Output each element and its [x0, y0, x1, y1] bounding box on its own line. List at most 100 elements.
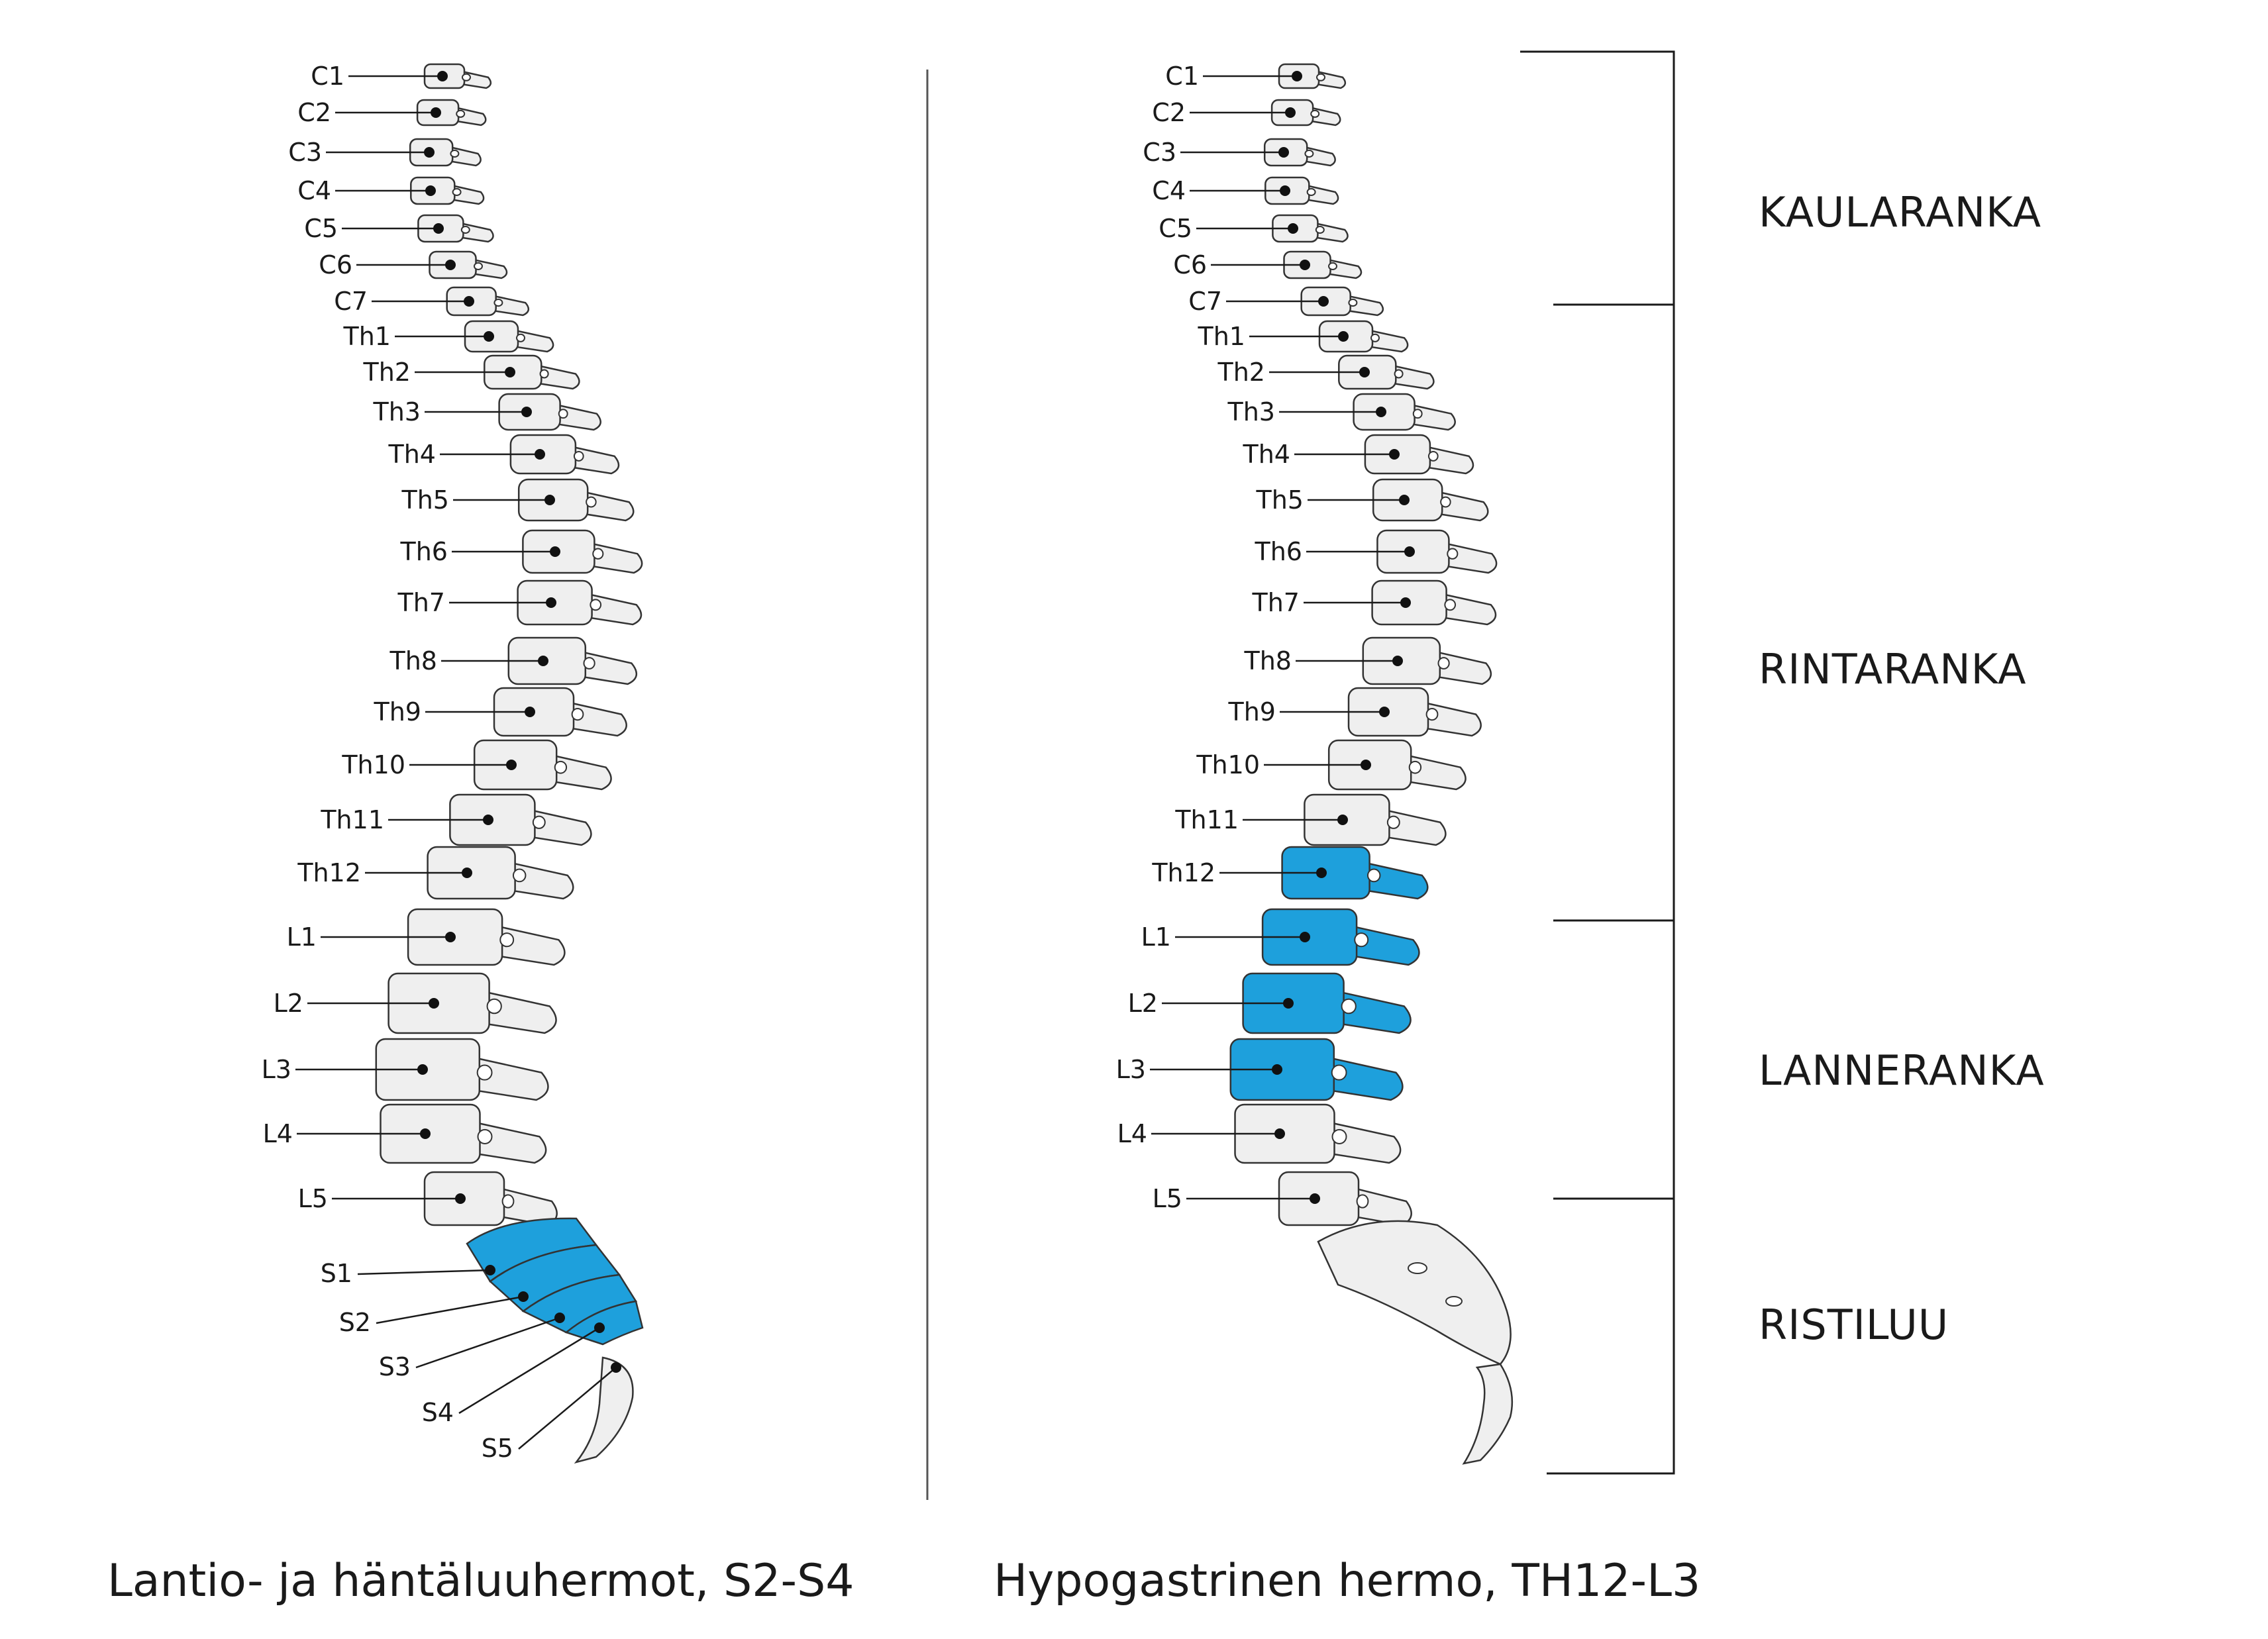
vertebra-label-s4: S4: [422, 1398, 454, 1427]
vertebra-th10: Th10: [341, 739, 612, 791]
vertebra-dot: [1278, 147, 1289, 158]
vertebra-label: C2: [1152, 98, 1186, 127]
vertebra-label-s5: S5: [482, 1434, 513, 1463]
vertebra-label: Th2: [363, 358, 411, 387]
sacral-segment: [564, 1300, 644, 1346]
vertebra-foramen: [1306, 188, 1316, 196]
coccyx: [574, 1356, 634, 1464]
vertebra-foramen: [1447, 548, 1459, 560]
vertebra-l5: L5: [1153, 1171, 1412, 1226]
vertebra-foramen: [452, 188, 462, 196]
vertebra-dot: [1379, 707, 1390, 717]
vertebra-foramen: [474, 262, 483, 270]
vertebra-dot: [550, 546, 560, 557]
vertebra-foramen: [1304, 150, 1314, 158]
vertebra-dot: [1338, 331, 1349, 342]
vertebra-th1: Th1: [1198, 320, 1409, 353]
region-bracket: [1520, 50, 1675, 1475]
vertebra-c5: C5: [1159, 214, 1349, 243]
region-label-thoracic: RINTARANKA: [1759, 645, 2027, 693]
vertebra-label: Th7: [397, 588, 445, 617]
vertebra-label: L5: [1153, 1184, 1182, 1213]
vertebra-label: L3: [262, 1055, 291, 1084]
vertebra-foramen: [558, 409, 568, 419]
vertebra-dot: [445, 932, 456, 942]
left-spine: C1C2C3C4C5C6C7Th1Th2Th3Th4Th5Th6Th7Th8Th…: [262, 62, 644, 1464]
leader-line: [518, 1367, 617, 1450]
vertebra-l4: L4: [263, 1103, 547, 1164]
vertebra-l5: L5: [298, 1171, 558, 1226]
vertebra-foramen: [590, 599, 602, 611]
vertebra-foramen: [1408, 760, 1422, 774]
right-caption: Hypogastrinen hermo, TH12-L3: [994, 1555, 1700, 1607]
vertebra-label: Th5: [1256, 485, 1304, 515]
vertebra-label: L4: [1117, 1119, 1147, 1148]
left-caption: Lantio- ja häntäluuhermot, S2-S4: [107, 1555, 854, 1607]
vertebra-foramen: [477, 1128, 493, 1144]
vertebra-dot: [455, 1193, 466, 1204]
sacrum: [1317, 1220, 1514, 1465]
vertebra-dot: [611, 1362, 621, 1373]
vertebra-dot: [433, 223, 444, 234]
vertebra-th5: Th5: [401, 478, 635, 522]
vertebra-th9: Th9: [374, 687, 627, 737]
vertebra-th2: Th2: [363, 354, 580, 390]
vertebra-label: Th1: [1198, 322, 1245, 351]
vertebra-label: C5: [1159, 214, 1192, 243]
vertebra-dot: [431, 107, 441, 118]
vertebra-label: Th4: [388, 440, 436, 469]
vertebra-label: C7: [1188, 287, 1222, 316]
vertebra-c1: C1: [1165, 62, 1347, 91]
vertebra-l3: L3: [1116, 1038, 1404, 1101]
vertebra-foramen: [1437, 657, 1450, 670]
vertebra-th2: Th2: [1217, 354, 1435, 390]
vertebra-dot: [424, 147, 435, 158]
vertebra-dot: [1376, 407, 1386, 417]
vertebra-label: Th11: [320, 805, 384, 834]
vertebra-th11: Th11: [1174, 793, 1447, 846]
vertebra-c3: C3: [288, 138, 482, 167]
vertebra-dot: [544, 495, 555, 505]
vertebra-dot: [525, 707, 535, 717]
vertebra-label: C6: [1173, 250, 1207, 279]
vertebra-l4: L4: [1117, 1103, 1402, 1164]
vertebra-dot: [1288, 223, 1298, 234]
vertebra-label: C2: [297, 98, 331, 127]
vertebra-l1: L1: [1141, 908, 1420, 966]
vertebra-foramen: [583, 657, 595, 670]
vertebra-label: L2: [274, 989, 303, 1018]
vertebra-label: Th3: [1227, 397, 1275, 426]
vertebra-th1: Th1: [343, 320, 554, 353]
vertebra-foramen: [1394, 369, 1404, 379]
region-label-sacrum: RISTILUU: [1759, 1301, 1949, 1349]
vertebra-label: C7: [334, 287, 368, 316]
vertebra-dot: [417, 1064, 428, 1075]
vertebra-th8: Th8: [389, 636, 637, 685]
vertebra-foramen: [1331, 1128, 1347, 1144]
vertebra-th4: Th4: [1243, 434, 1474, 475]
vertebra-dot: [1285, 107, 1296, 118]
vertebra-dot: [554, 1313, 565, 1323]
vertebra-c3: C3: [1143, 138, 1336, 167]
leader-line: [357, 1269, 491, 1275]
vertebra-foramen: [1354, 932, 1369, 948]
vertebra-c6: C6: [319, 250, 508, 279]
vertebra-label: Th4: [1243, 440, 1290, 469]
vertebra-dot: [1361, 760, 1371, 770]
vertebra-foramen: [1427, 450, 1439, 462]
vertebra-dot: [1337, 815, 1348, 825]
vertebra-c1: C1: [311, 62, 492, 91]
vertebra-th3: Th3: [373, 393, 601, 431]
leader-line: [458, 1326, 600, 1415]
vertebra-foramen: [1348, 299, 1358, 307]
coccyx: [1462, 1363, 1514, 1465]
vertebra-foramen: [501, 1194, 515, 1209]
vertebra-th3: Th3: [1227, 393, 1456, 431]
vertebra-dot: [445, 260, 456, 270]
vertebra-l1: L1: [287, 908, 566, 966]
bracket-line: [1520, 50, 1675, 1475]
vertebra-label: Th11: [1174, 805, 1239, 834]
sacrum-outline: [1317, 1220, 1512, 1366]
vertebra-dot: [462, 868, 472, 878]
